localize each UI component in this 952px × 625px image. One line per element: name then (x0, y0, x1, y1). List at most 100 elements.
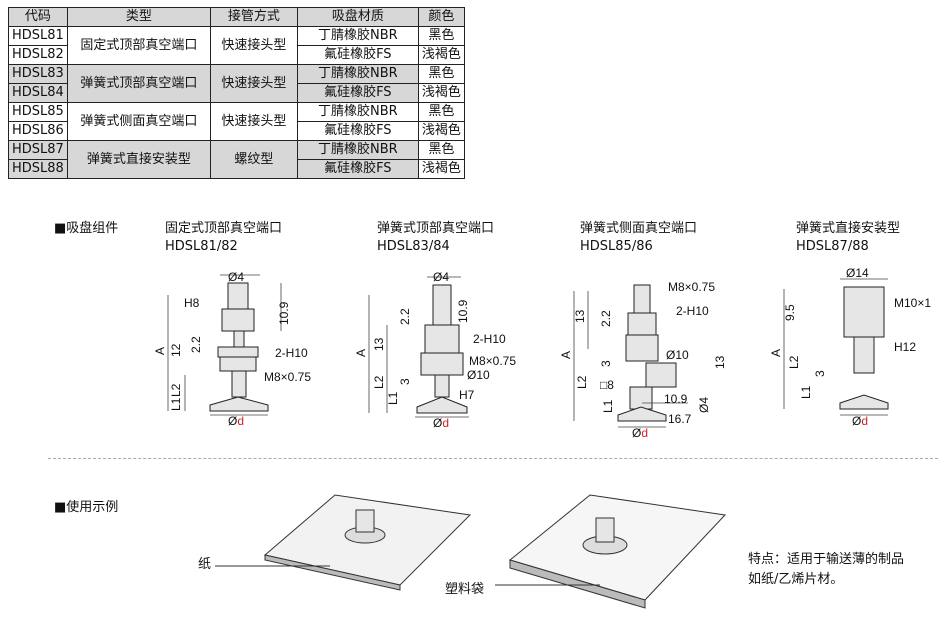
cell-code: HDSL85 (8, 102, 68, 122)
cell-material: 丁腈橡胶NBR (296, 140, 419, 160)
dim-label: A (153, 347, 167, 355)
cell-type: 弹簧式顶部真空端口 (66, 64, 211, 103)
dim-label: 16.7 (668, 412, 692, 426)
dim-label: Ød (632, 426, 648, 440)
cell-material: 氟硅橡胶FS (296, 159, 419, 179)
table-row: HDSL83 弹簧式顶部真空端口 快速接头型 丁腈橡胶NBR 黑色 (8, 64, 465, 103)
drawing-cup (416, 396, 468, 414)
dim-label: 2-H10 (473, 332, 506, 346)
feature-text-line2: 如纸/乙烯片材。 (748, 572, 844, 587)
cell-connection: 快速接头型 (209, 26, 298, 65)
drawing-part (853, 336, 875, 374)
dim-label: L2 (787, 355, 801, 369)
cell-code: HDSL84 (8, 83, 68, 103)
dim-label: Ø4 (433, 270, 449, 284)
dim-label: Ø14 (846, 266, 869, 280)
drawing-cup (617, 406, 667, 422)
drawing-cup (209, 396, 269, 412)
cell-connection: 快速接头型 (209, 64, 298, 103)
table-row: HDSL82 氟硅橡胶FS 浅褐色 (8, 45, 465, 65)
dim-label: 9.5 (783, 304, 797, 321)
cell-material: 氟硅橡胶FS (296, 45, 419, 65)
dim-label: L1 (169, 397, 183, 411)
table-header-row: 代码 类型 接管方式 吸盘材质 颜色 (8, 7, 465, 27)
dim-label: M8×0.75 (264, 370, 311, 384)
dim-label: L2 (372, 375, 386, 389)
table-row: HDSL81 固定式顶部真空端口 快速接头型 丁腈橡胶NBR 黑色 (8, 26, 465, 65)
dim-label: 2-H10 (676, 304, 709, 318)
dim-label: Ød (433, 416, 449, 430)
dim-label: H7 (459, 388, 475, 402)
drawing-title: 弹簧式侧面真空端口 (580, 221, 698, 236)
col-header-connection: 接管方式 (209, 7, 298, 27)
drawing-part (221, 308, 255, 332)
dim-label: A (559, 351, 573, 359)
col-header-material: 吸盘材质 (296, 7, 419, 27)
dim-label: 10.9 (277, 301, 291, 325)
drawing-part (219, 356, 257, 372)
dim-label: Ø10 (467, 368, 490, 382)
cell-code: HDSL83 (8, 64, 68, 84)
cell-material: 氟硅橡胶FS (296, 83, 419, 103)
drawing-part (217, 346, 259, 358)
dim-label: 13 (372, 337, 386, 351)
drawing-part (843, 286, 885, 338)
dim-label: □8 (600, 378, 614, 392)
drawing-hdsl85: M8×0.75 2-H10 13 2.2 A Ø10 3 13 □8 L2 L1… (559, 280, 727, 440)
dim-label: L1 (386, 391, 400, 405)
drawing-hdsl83: Ø4 10.9 2.2 A 13 2-H10 M8×0.75 Ø10 3 L2 … (354, 270, 516, 430)
cell-color: 浅褐色 (417, 45, 465, 65)
cell-color: 黑色 (417, 102, 465, 122)
drawing-part (424, 324, 460, 354)
dim-label: L1 (799, 385, 813, 399)
section-divider (48, 458, 938, 459)
dim-label: L2 (169, 383, 183, 397)
dim-label: 10.9 (456, 299, 470, 323)
drawing-part (233, 330, 245, 348)
col-header-type: 类型 (66, 7, 211, 27)
dim-label: 3 (398, 378, 412, 385)
drawing-part (420, 352, 464, 376)
cell-code: HDSL88 (8, 159, 68, 179)
section-title-usage: ■使用示例 (54, 500, 119, 515)
drawing-title: 弹簧式顶部真空端口 (377, 221, 495, 236)
cell-material: 丁腈橡胶NBR (296, 64, 419, 84)
usage-illustration-bag (495, 494, 727, 609)
drawing-codes: HDSL87/88 (796, 239, 869, 254)
dim-label: 3 (599, 360, 613, 367)
cell-code: HDSL87 (8, 140, 68, 160)
cell-type: 弹簧式直接安装型 (66, 140, 211, 179)
dim-label: A (354, 349, 368, 357)
dim-label: 2.2 (398, 308, 412, 325)
dim-label: Ød (228, 414, 244, 428)
table-row: HDSL87 弹簧式直接安装型 螺纹型 丁腈橡胶NBR 黑色 (8, 140, 465, 179)
dim-label: 2.2 (189, 336, 203, 353)
dim-label: Ød (852, 414, 868, 428)
spec-table: 代码 类型 接管方式 吸盘材质 颜色 HDSL81 固定式顶部真空端口 快速接头… (8, 7, 465, 179)
cell-color: 浅褐色 (417, 121, 465, 141)
drawing-codes: HDSL85/86 (580, 239, 653, 254)
dim-label: M8×0.75 (668, 280, 715, 294)
drawing-hdsl87: Ø14 9.5 M10×1 A L2 H12 3 L1 Ød (769, 266, 931, 428)
usage-illustration-paper (215, 494, 472, 591)
cell-material: 丁腈橡胶NBR (296, 102, 419, 122)
cell-code: HDSL82 (8, 45, 68, 65)
cell-type: 弹簧式侧面真空端口 (66, 102, 211, 141)
dim-label: 13 (573, 309, 587, 323)
cell-type: 固定式顶部真空端口 (66, 26, 211, 65)
cell-code: HDSL86 (8, 121, 68, 141)
drawing-cup (839, 394, 889, 410)
dim-label: Ø4 (697, 397, 711, 413)
drawing-title: 弹簧式直接安装型 (796, 221, 901, 236)
drawing-codes: HDSL81/82 (165, 239, 238, 254)
bag-label: 塑料袋 (445, 582, 485, 597)
table-row: HDSL88 氟硅橡胶FS 浅褐色 (8, 159, 465, 179)
feature-text-line1: 特点：适用于输送薄的制品 (748, 552, 905, 567)
dim-label: A (769, 349, 783, 357)
dim-label: Ø4 (228, 270, 244, 284)
dim-label: 2.2 (599, 310, 613, 327)
cell-material: 丁腈橡胶NBR (296, 26, 419, 46)
drawing-title: 固定式顶部真空端口 (165, 221, 283, 236)
dim-label: 12 (169, 343, 183, 357)
col-header-code: 代码 (8, 7, 68, 27)
